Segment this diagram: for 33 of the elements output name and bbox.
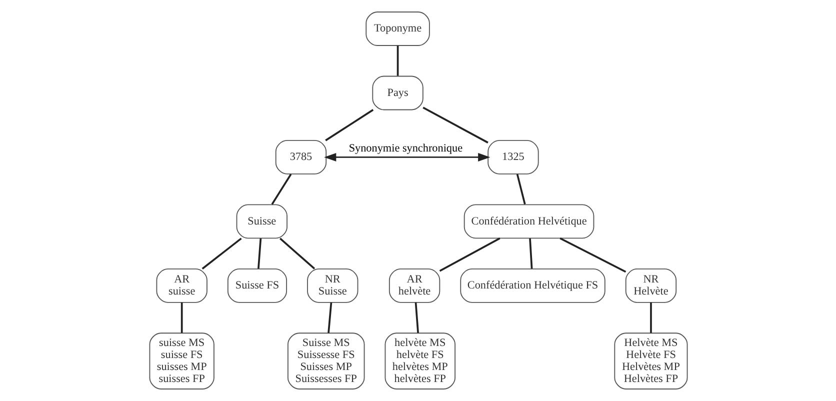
node-box: Confédération Helvétique [463, 204, 594, 239]
node-box: Toponyme [365, 12, 430, 46]
node-box: Helvète MS Helvète FS Helvètes MP Helvètes FP [614, 332, 688, 390]
connector [201, 238, 242, 270]
node-box: Suisse FS [226, 268, 287, 303]
connector [559, 237, 626, 273]
connector [528, 238, 532, 269]
connector [270, 174, 292, 205]
node-box: NR Helvète [624, 268, 676, 303]
connector [438, 237, 500, 272]
node-box: Suisse MS Suissesse FS Suisses MP Suissesses FP [286, 332, 364, 390]
node-box: AR suisse [156, 268, 207, 303]
node-box: AR helvète [388, 268, 440, 303]
connector [180, 302, 182, 333]
node-box: helvète MS helvète FS helvètes MP helvètes FP [384, 332, 455, 390]
connector [650, 302, 652, 333]
connector [278, 238, 315, 270]
connector [327, 302, 332, 334]
node-box: Pays [372, 76, 423, 110]
connector [414, 302, 418, 333]
connector [516, 174, 526, 205]
node-box: 1325 [487, 140, 538, 174]
edge-label: Synonymie synchronique [348, 142, 462, 154]
connector [324, 109, 374, 142]
arrow [324, 152, 490, 162]
connector [422, 106, 488, 144]
connector [257, 238, 262, 269]
node-box: NR Suisse [306, 268, 358, 303]
node-box: 3785 [274, 140, 326, 174]
connector [396, 46, 398, 76]
node-box: suisse MS suisse FS suisses MP suisses FP [148, 332, 214, 390]
node-box: Confédération Helvétique FS [460, 268, 605, 303]
node-box: Suisse [236, 204, 287, 239]
